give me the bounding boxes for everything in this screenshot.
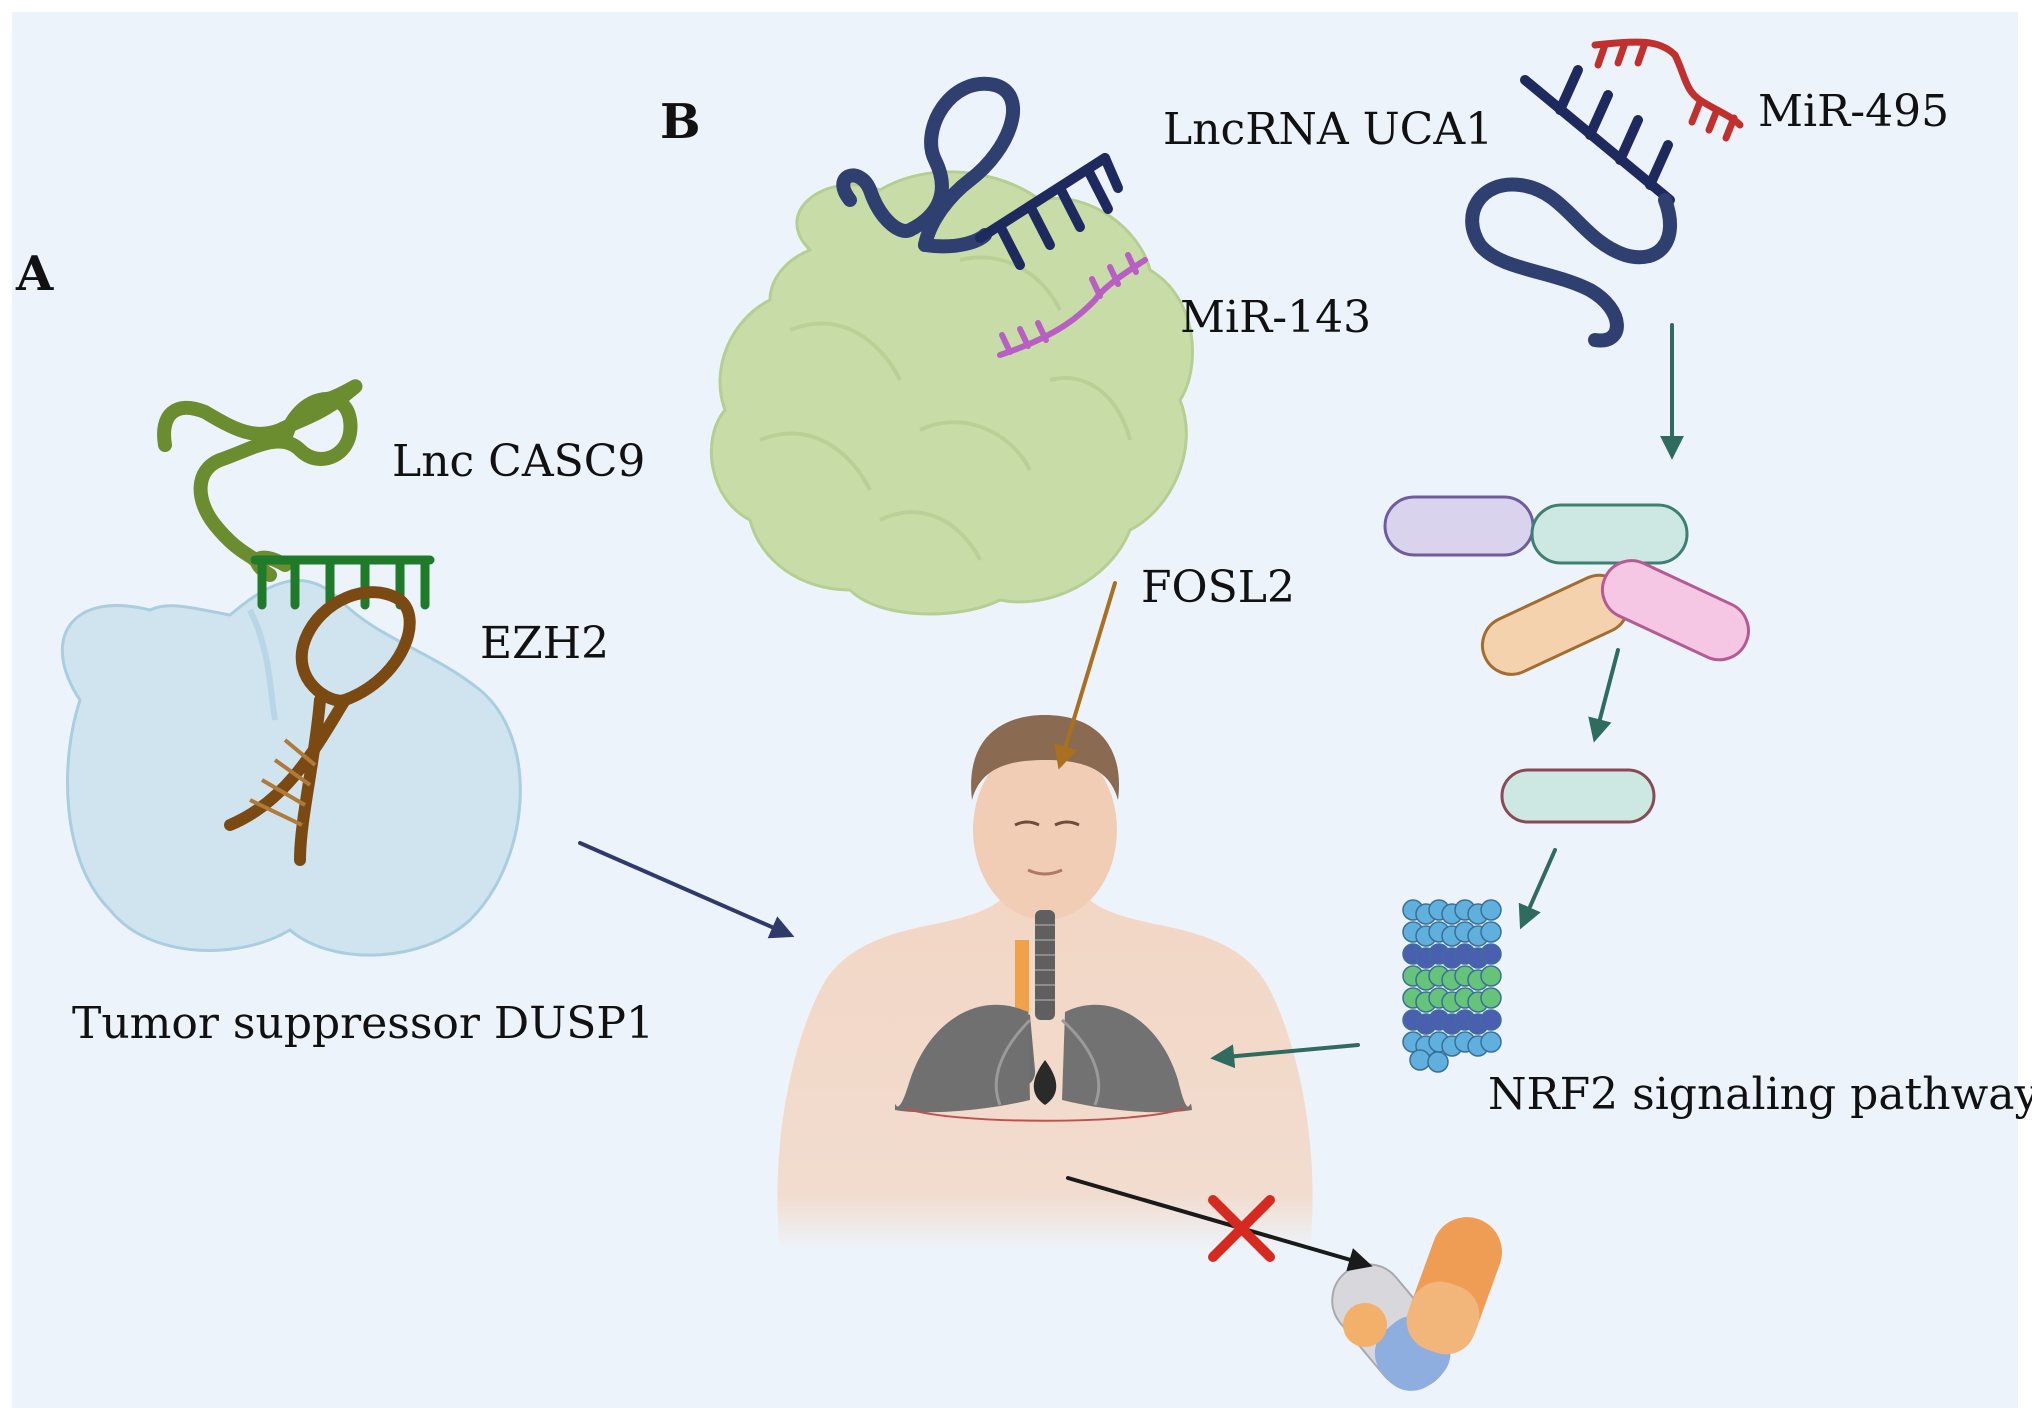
label-dusp1: Tumor suppressor DUSP1: [72, 998, 655, 1049]
ezh2-binding-comb: [250, 555, 435, 610]
proteasome-subunit: [1480, 965, 1502, 987]
proteasome-subunit: [1480, 943, 1502, 965]
dna-helix-icon: [224, 586, 416, 866]
arrow-fosl2-to-patient: [1054, 581, 1117, 770]
arrow-complex-to-protein: [1588, 648, 1620, 743]
proteasome-subunit: [1480, 1031, 1502, 1053]
arrow-nrf2-to-patient: [1210, 1043, 1360, 1069]
arrow-protein-to-proteasome: [1518, 848, 1557, 930]
proteasome-subunit: [1409, 1049, 1431, 1071]
ezh2-protein: [61, 579, 522, 957]
lncrna-uca1-rna-icon: [836, 76, 1123, 270]
label-lnc-casc9: Lnc CASC9: [392, 436, 646, 487]
proteasome-subunit: [1480, 899, 1502, 921]
protein-complex-icon: [1383, 495, 1750, 676]
arrow-dusp1-to-patient: [578, 841, 795, 939]
arrows: [578, 323, 1684, 1272]
proteasome-subunit: [1480, 1009, 1502, 1031]
arrow-patient-to-drugs: [1066, 1176, 1373, 1272]
proteasome-icon: [1402, 899, 1502, 1073]
proteasome-subunit: [1427, 1051, 1449, 1073]
label-lncrna-uca1: LncRNA UCA1: [1163, 104, 1494, 155]
label-nrf2-pathway: NRF2 signaling pathway: [1488, 1069, 2032, 1120]
tumor-mass: [709, 170, 1194, 616]
label-fosl2: FOSL2: [1141, 562, 1295, 613]
label-mir-143: MiR-143: [1180, 292, 1372, 343]
panel-label-b: B: [660, 94, 701, 150]
human-torso-lungs-icon: [777, 715, 1313, 1250]
mir-143-rna-icon: [997, 252, 1148, 358]
single-protein-icon: [1500, 768, 1656, 824]
proteasome-subunit: [1480, 987, 1502, 1009]
proteasome-subunit: [1480, 921, 1502, 943]
x-mark-icon: [1208, 1195, 1275, 1262]
label-mir-495: MiR-495: [1758, 86, 1950, 137]
capsules-icon: [1331, 1217, 1502, 1391]
lnc-casc9-rna-icon: [157, 379, 363, 582]
label-ezh2: EZH2: [480, 618, 610, 669]
panel-label-a: A: [16, 246, 54, 302]
mir-495-rna-icon: [1591, 38, 1744, 142]
lncrna-uca1-pathway-rna-icon: [1465, 65, 1677, 348]
